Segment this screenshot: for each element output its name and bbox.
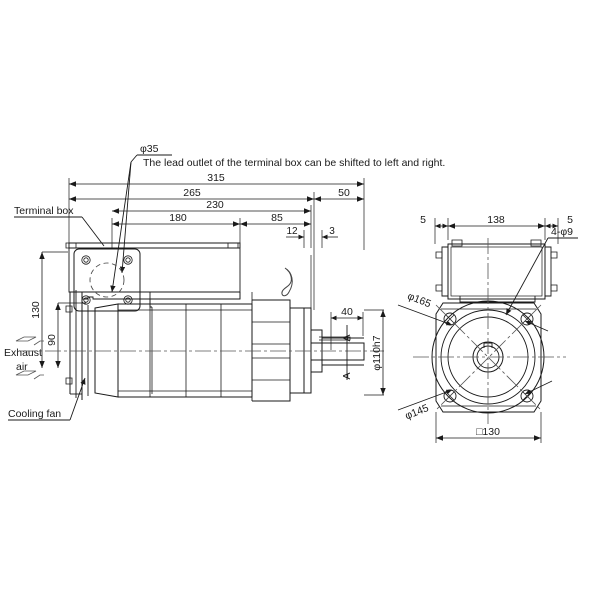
dim-230: 230 (112, 199, 311, 214)
airflow-arrow-upper-icon (15, 336, 44, 346)
side-view-geometry (65, 242, 365, 402)
section-mark-top-label: A (341, 334, 353, 341)
dim-40-label: 40 (341, 306, 353, 318)
section-line-aa: A A (341, 325, 353, 380)
dim-40: 40 (330, 306, 364, 350)
side-view-extension-lines (68, 178, 365, 255)
exhaust-air-callout: Exhaust air (4, 336, 44, 380)
dim-3-label: 3 (329, 226, 335, 237)
dim-3: 3 (322, 226, 338, 240)
dim-5-left: 5 (420, 214, 448, 229)
airflow-arrow-lower-icon (15, 370, 44, 380)
dim-square-130: □130 (435, 412, 542, 443)
dim-90-height-label: 90 (46, 334, 58, 346)
dim-85-label: 85 (271, 212, 283, 224)
dim-230-label: 230 (206, 199, 224, 211)
surface-finish-symbol-icon (281, 267, 293, 297)
dim-50-label: 50 (338, 187, 350, 199)
dim-130-height: 130 (30, 251, 68, 368)
dim-square-130-label: □130 (476, 426, 500, 438)
hole-callout-4phi9: 4-φ9 (505, 226, 578, 316)
dim-130-height-label: 130 (30, 301, 42, 319)
dim-138-label: 138 (487, 214, 505, 226)
dim-265: 265 (69, 187, 314, 202)
exhaust-air-line1: Exhaust (4, 347, 42, 359)
hole-callout-label: 4-φ9 (551, 226, 573, 238)
front-view-terminal-box (435, 239, 558, 303)
dim-265-label: 265 (183, 187, 201, 199)
section-mark-bottom-label: A (341, 372, 353, 379)
dim-5-left-label: 5 (420, 214, 426, 226)
dim-180: 180 (112, 212, 240, 227)
front-view-top-dims: 5 138 5 (420, 214, 573, 244)
terminal-box-callout: Terminal box (14, 205, 105, 247)
exhaust-air-line2: air (16, 361, 28, 373)
dim-phi110h7-side-label: φ110h7 (371, 335, 383, 370)
lead-outlet-diameter-label: φ35 (140, 143, 159, 155)
dim-12-label: 12 (286, 226, 298, 237)
lead-outlet-note-text: The lead outlet of the terminal box can … (143, 157, 445, 169)
dim-5-right-label: 5 (567, 214, 573, 226)
terminal-box-label: Terminal box (14, 205, 74, 217)
dim-180-label: 180 (169, 212, 187, 224)
dim-12: 12 (286, 226, 304, 240)
dim-phi110h7-side: φ110h7 (364, 309, 386, 396)
dim-90-height: 90 (46, 302, 86, 368)
dim-50: 50 (314, 187, 364, 202)
cooling-fan-label: Cooling fan (8, 408, 61, 420)
dim-138: 138 (448, 214, 545, 229)
dim-85: 85 (240, 212, 311, 227)
dim-315-label: 315 (207, 172, 225, 184)
dim-5-right: 5 (545, 214, 573, 229)
front-view-diagonal-ticks (524, 320, 553, 395)
cooling-fan-callout: Cooling fan (8, 377, 86, 421)
front-view-center-lines (413, 238, 566, 424)
dim-315: 315 (69, 172, 364, 187)
